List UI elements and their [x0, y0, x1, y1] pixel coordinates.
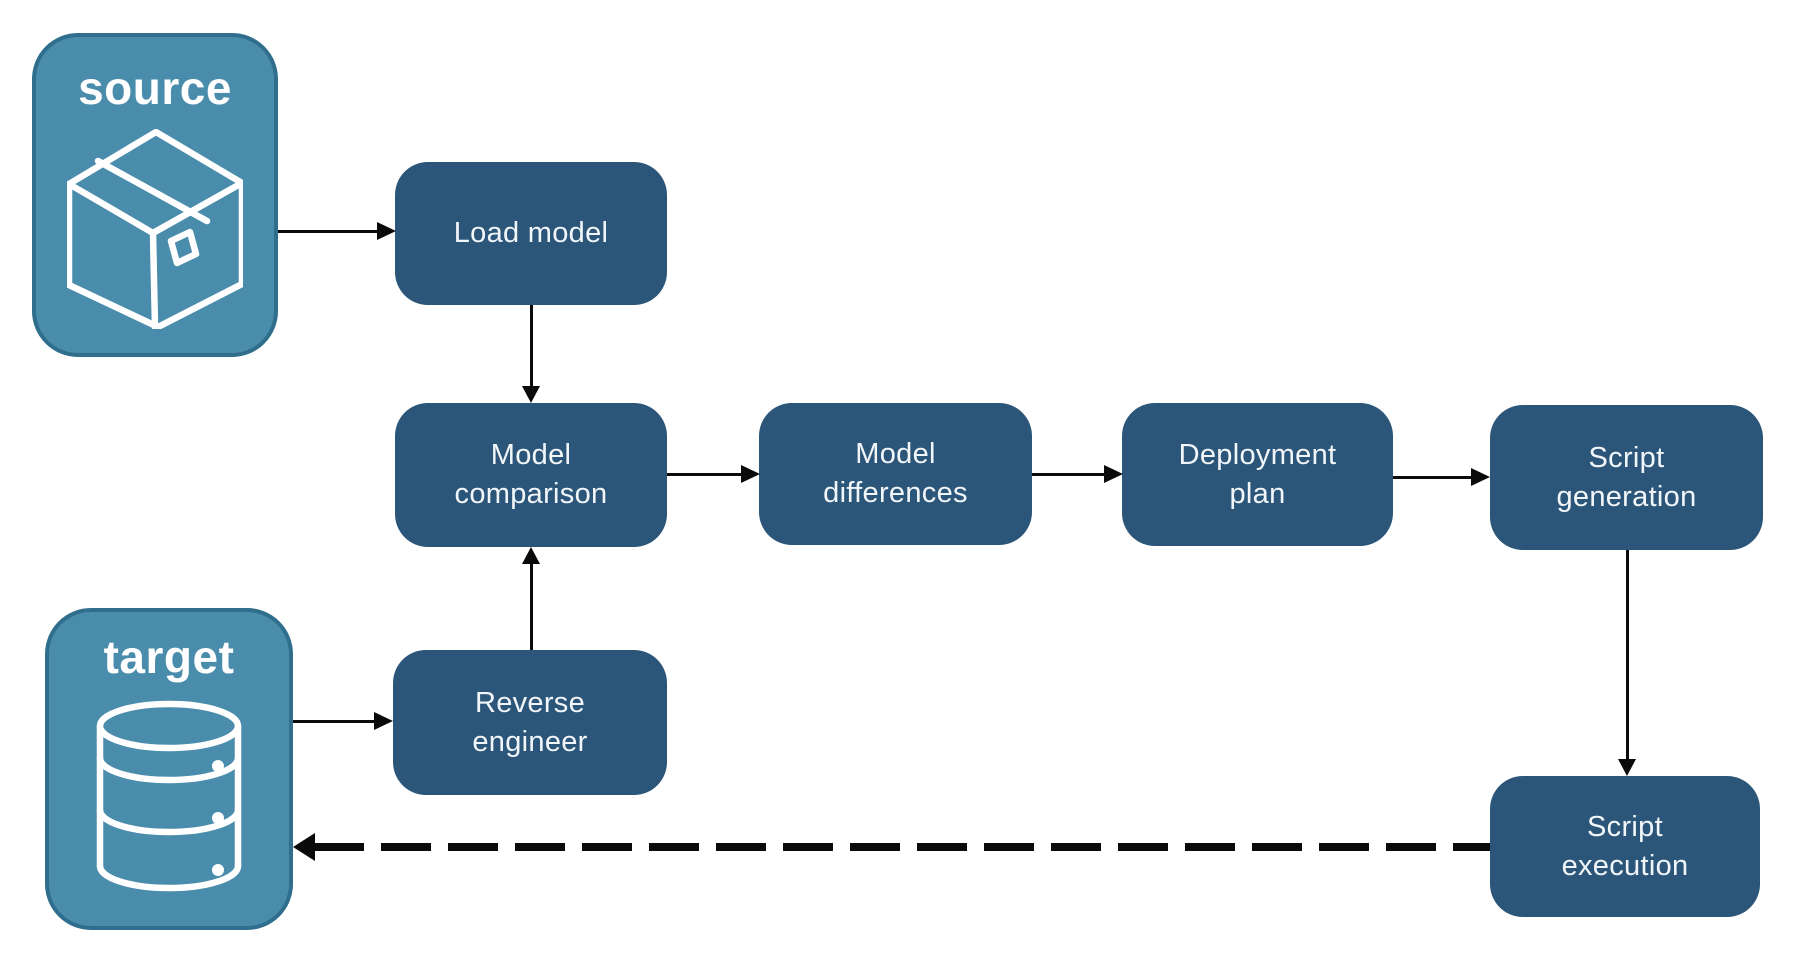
node-load-model: Load model: [395, 162, 667, 305]
node-label: Script generation: [1556, 441, 1697, 513]
node-label: Model comparison: [454, 439, 608, 510]
node-label: Script execution: [1561, 810, 1689, 882]
node-label: Deployment plan: [1178, 438, 1337, 510]
arrow-script-generation-to-script-execution: [1626, 550, 1629, 760]
source-node: source: [32, 33, 278, 357]
arrow-load-model-to-model-comparison: [530, 305, 533, 387]
arrow-target-to-reverse-engineer: [293, 720, 376, 723]
target-label: target: [103, 631, 235, 683]
arrow-reverse-engineer-to-model-comparison: [530, 563, 533, 650]
node-label: Load model: [453, 217, 609, 250]
arrowhead-icon: [1618, 759, 1636, 776]
arrowhead-icon: [522, 386, 540, 403]
arrow-model-differences-to-deployment-plan: [1032, 473, 1105, 476]
arrow-deployment-plan-to-script-generation: [1393, 476, 1472, 479]
arrowhead-icon: [293, 833, 315, 861]
arrowhead-icon: [522, 547, 540, 564]
node-label: Model differences: [823, 438, 968, 509]
arrowhead-icon: [377, 222, 396, 240]
arrow-source-to-load-model: [278, 230, 378, 233]
source-label: source: [78, 62, 232, 114]
arrowhead-icon: [1104, 465, 1123, 483]
arrow-model-comparison-to-model-differences: [667, 473, 743, 476]
node-script-generation: Script generation: [1490, 405, 1763, 550]
database-icon: [96, 700, 242, 892]
arrowhead-icon: [741, 465, 760, 483]
package-icon: [67, 129, 243, 329]
node-deployment-plan: Deployment plan: [1122, 403, 1393, 546]
dashed-arrow-script-execution-to-target: [314, 843, 1490, 851]
target-node: target: [45, 608, 293, 930]
arrowhead-icon: [374, 712, 393, 730]
node-script-execution: Script execution: [1490, 776, 1760, 917]
arrowhead-icon: [1471, 468, 1490, 486]
node-model-comparison: Model comparison: [395, 403, 667, 547]
node-label: Reverse engineer: [472, 686, 588, 758]
node-reverse-engineer: Reverse engineer: [393, 650, 667, 795]
node-model-differences: Model differences: [759, 403, 1032, 545]
